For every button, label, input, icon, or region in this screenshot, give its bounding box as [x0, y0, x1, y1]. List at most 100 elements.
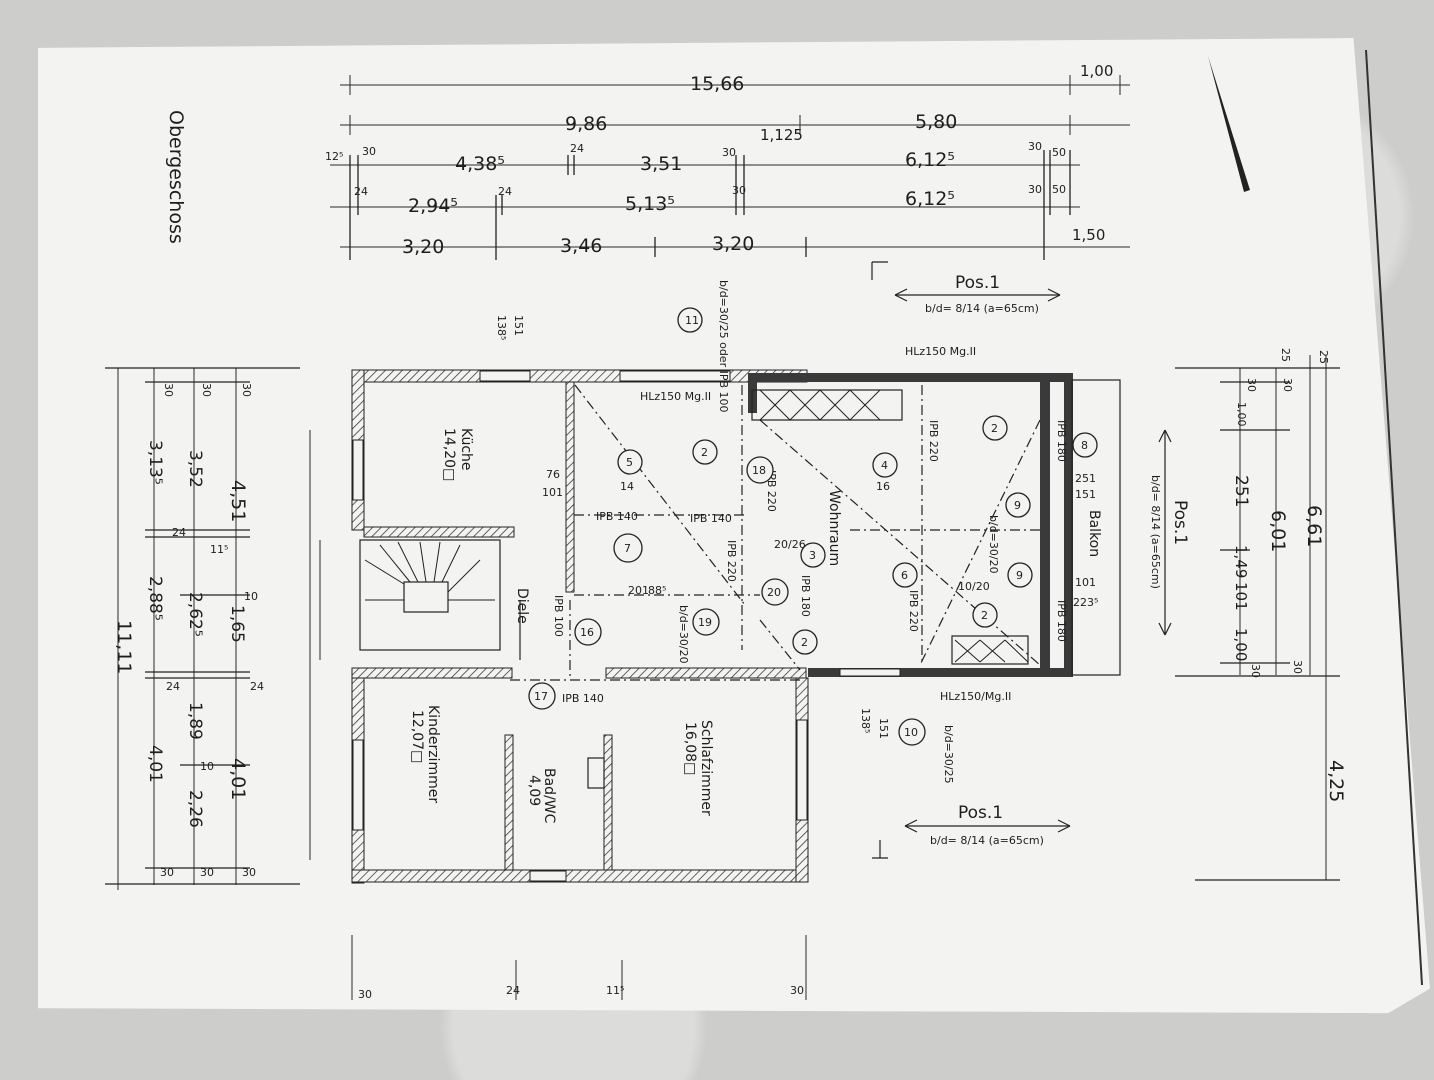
- callout-10: 10: [904, 726, 918, 739]
- dim-l-1-89: 1,89: [185, 702, 205, 740]
- callout-3: 3: [809, 549, 816, 562]
- dim-5-80: 5,80: [915, 111, 957, 133]
- callout-9a: 9: [1014, 499, 1021, 512]
- note-1385-top: 138⁵: [495, 315, 508, 340]
- dim-r4-6: 30: [1028, 183, 1042, 196]
- page-mark: [1208, 56, 1250, 192]
- dim-l-s3: 24: [172, 526, 186, 539]
- left-dimensions: 11,11 4,51 1,65 4,01 3,52 2,62⁵ 1,89 2,2…: [105, 367, 300, 890]
- callout-19: 19: [698, 616, 712, 629]
- callout-5: 5: [626, 456, 633, 469]
- room-schlaf-area: 16,08□: [682, 722, 698, 775]
- dim-l-s5: 10: [244, 590, 258, 603]
- dim-l-s8: 10: [200, 760, 214, 773]
- pos1-top-title: Pos.1: [955, 273, 1000, 293]
- dim-total-depth: 11,11: [113, 620, 135, 674]
- pos-labels: Pos.1 b/d= 8/14 (a=65cm) Pos.1 b/d= 8/14…: [871, 261, 1190, 859]
- note-hlz-top: HLz150 Mg.II: [640, 390, 711, 403]
- callout-2c: 2: [981, 609, 988, 622]
- dim-l-1-65: 1,65: [227, 605, 247, 643]
- room-balkon-name: Balkon: [1086, 510, 1102, 557]
- dim-r-251: 251: [1231, 475, 1251, 507]
- plan-title: Obergeschoss: [165, 110, 187, 244]
- callout-17: 17: [534, 690, 548, 703]
- pos1-top-sub: b/d= 8/14 (a=65cm): [925, 302, 1039, 315]
- dim-l-2-26: 2,26: [185, 790, 205, 828]
- note-hlz-bottom: HLz150/Mg.II: [940, 690, 1011, 703]
- notes: b/d=30/25 oder IPB 100 151 138⁵ HLz150 M…: [495, 280, 1098, 784]
- dim-r5-1: 3,46: [560, 235, 602, 257]
- note-16: 16: [876, 480, 890, 493]
- dim-l-s9: 30: [160, 866, 174, 879]
- note-101b: 101: [1075, 576, 1096, 589]
- dim-l-s6: 24: [166, 680, 180, 693]
- dim-r4-3: 5,13⁵: [625, 193, 675, 215]
- room-diele-name: Diele: [514, 588, 530, 624]
- room-kueche-area: 14,20□: [441, 428, 457, 481]
- dim-r3-4: 3,51: [640, 153, 682, 175]
- dim-l-4-01b: 4,01: [145, 745, 165, 783]
- dim-r-s2: 30: [1245, 378, 1258, 392]
- room-bad-name: Bad/WC: [541, 768, 557, 824]
- callout-4: 4: [881, 459, 888, 472]
- room-kueche-name: Küche: [458, 428, 474, 471]
- callout-2d: 2: [801, 636, 808, 649]
- note-101: 101: [542, 486, 563, 499]
- room-kinder-name: Kinderzimmer: [425, 705, 441, 803]
- dim-l-4-01: 4,01: [227, 758, 249, 800]
- callout-2a: 2: [701, 446, 708, 459]
- note-hlz-right: HLz150 Mg.II: [905, 345, 976, 358]
- pos1-bottom-title: Pos.1: [958, 803, 1003, 823]
- walls: [309, 369, 1121, 884]
- dim-l-s1: 30: [200, 383, 213, 397]
- dim-r3-2: 4,38⁵: [455, 153, 505, 175]
- beam-ipb180-c: IPB 180: [799, 575, 812, 617]
- dim-top-1-00: 1,00: [1080, 62, 1113, 80]
- dim-l-3-135: 3,13⁵: [145, 440, 165, 485]
- dim-r5-2: 3,20: [712, 233, 754, 255]
- dim-l-s11: 30: [242, 866, 256, 879]
- note-2026: 20/26: [774, 538, 806, 551]
- note-151b: 151: [1075, 488, 1096, 501]
- dim-r-s6: 30: [1249, 664, 1262, 678]
- room-schlaf-name: Schlafzimmer: [698, 720, 714, 816]
- bottom-dimensions: 30 24 11⁵ 30: [351, 935, 807, 1001]
- dim-r4-2: 24: [498, 185, 512, 198]
- pos1-bottom-sub: b/d= 8/14 (a=65cm): [930, 834, 1044, 847]
- dim-r-4-25: 4,25: [1325, 760, 1347, 802]
- dim-r-s3: 30: [1281, 378, 1294, 392]
- note-885: 88⁵: [648, 584, 666, 597]
- bottom-dim-115: 11⁵: [606, 984, 624, 997]
- dim-l-3-52: 3,52: [185, 450, 205, 488]
- bottom-dim-30a: 30: [358, 988, 372, 1001]
- dim-l-s10: 30: [200, 866, 214, 879]
- note-151-top: 151: [512, 315, 525, 336]
- callout-20: 20: [767, 586, 781, 599]
- callout-16: 16: [580, 626, 594, 639]
- beam-ipb140-b: IPB 140: [690, 512, 732, 525]
- dim-r4-7: 50: [1052, 183, 1066, 196]
- dim-r-s4: 1,00: [1235, 402, 1248, 427]
- beam-ipb100: IPB 100: [552, 595, 565, 637]
- beam-ipb140-c: IPB 140: [562, 692, 604, 705]
- callout-6: 6: [901, 569, 908, 582]
- callout-9b: 9: [1016, 569, 1023, 582]
- dim-l-2-885: 2,88⁵: [145, 576, 165, 621]
- room-labels: Küche 14,20□ Wohnraum Diele Kinderzimmer…: [409, 428, 1102, 824]
- note-top-beam: b/d=30/25 oder IPB 100: [717, 280, 730, 413]
- callout-7: 7: [624, 542, 631, 555]
- dim-r3-7: 30: [1028, 140, 1042, 153]
- callout-11: 11: [685, 314, 699, 327]
- dim-r4-0: 24: [354, 185, 368, 198]
- dim-l-s2: 30: [240, 383, 253, 397]
- pos1-right-title: Pos.1: [1170, 500, 1190, 545]
- dim-r5-3: 1,50: [1072, 226, 1105, 244]
- beam-ipb180-b: IPB 180: [1055, 600, 1068, 642]
- dim-r3-5: 30: [722, 146, 736, 159]
- room-kinder-area: 12,07□: [409, 710, 425, 763]
- dim-r5-0: 3,20: [402, 236, 444, 258]
- note-251: 251: [1075, 472, 1096, 485]
- dim-l-s7: 24: [250, 680, 264, 693]
- dim-l-2-625: 2,62⁵: [185, 592, 205, 637]
- bottom-dim-24: 24: [506, 984, 520, 997]
